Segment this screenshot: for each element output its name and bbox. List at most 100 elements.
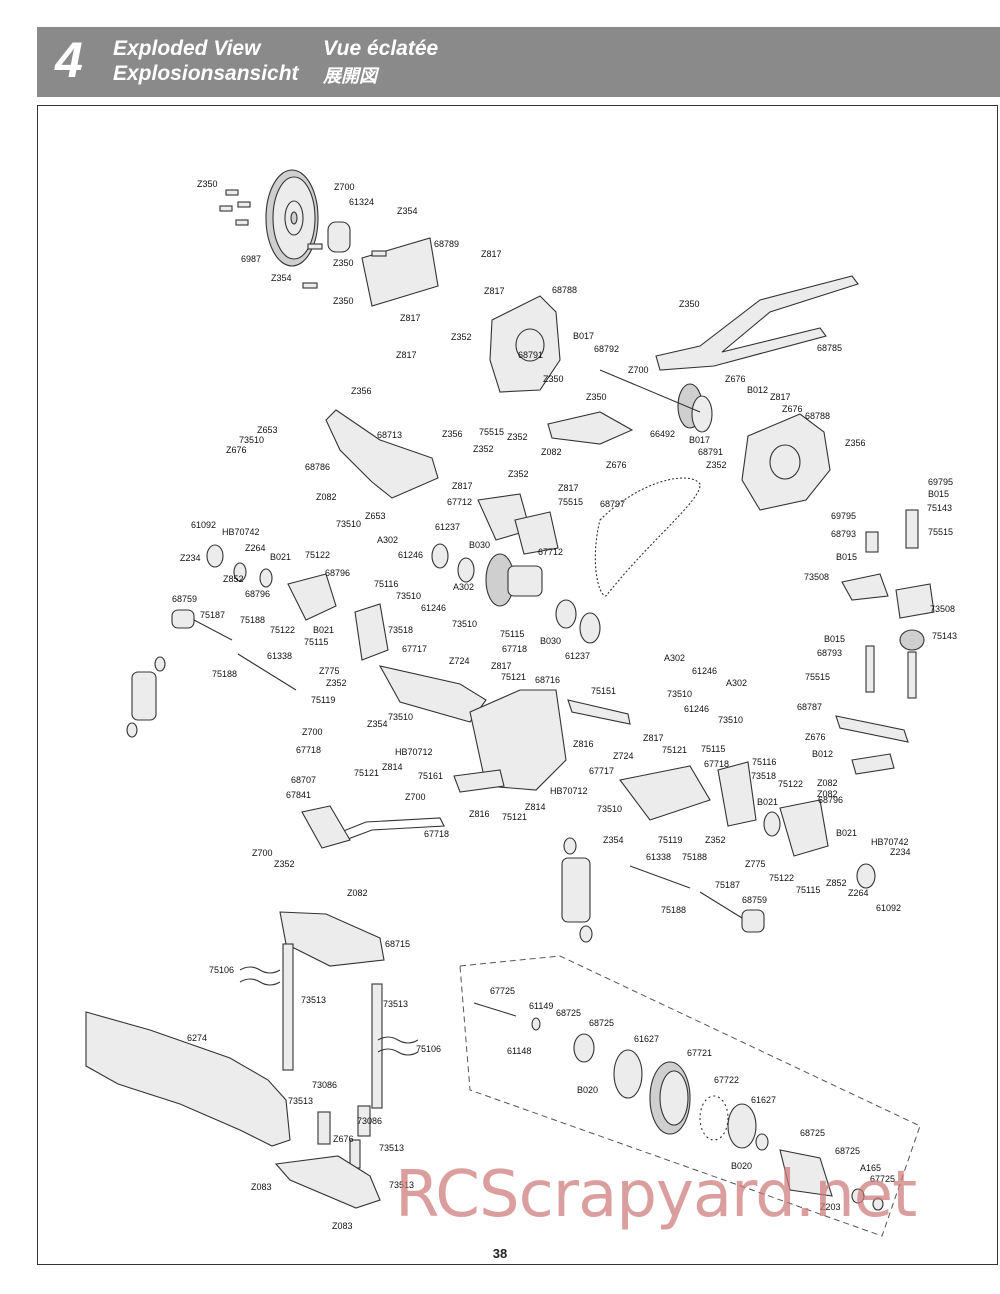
part-label: Z350 [333,258,354,268]
diagram-parts [85,169,935,1237]
part-label: 67722 [714,1075,739,1085]
bumper-lower-plate [274,1155,381,1209]
part-label: 75188 [212,669,237,679]
shock-tower [325,409,439,499]
left-steering-knuckle [287,573,337,621]
part-label: Z814 [525,802,546,812]
part-label: 73518 [751,771,776,781]
part-label: B017 [573,331,594,341]
part-label: 68785 [817,343,842,353]
part-label: 68791 [698,447,723,457]
part-label: 6987 [241,254,261,264]
part-label: 73513 [389,1180,414,1190]
part-label: 73513 [379,1143,404,1153]
part-label: A302 [453,582,474,592]
part-label: 67712 [447,497,472,507]
part-label: Z352 [706,460,727,470]
part-label: 75122 [270,625,295,635]
part-label: 75115 [701,744,725,754]
rear-pulley [599,369,713,433]
part-label: B020 [577,1085,598,1095]
part-label: 68788 [552,285,577,295]
part-label: 69795 [831,511,856,521]
part-label: 75116 [374,579,398,589]
part-label: 61148 [507,1046,531,1056]
part-label: B012 [812,749,833,759]
part-label: B021 [757,797,778,807]
part-label: Z816 [469,809,490,819]
front-bulkhead-lower [514,511,559,555]
title-english: Exploded View [113,37,261,60]
part-label: 75115 [500,629,524,639]
part-label: 75187 [715,880,740,890]
part-label: A302 [377,535,398,545]
part-label: 75143 [932,631,957,641]
body-post-left [282,943,294,1071]
part-label: Z676 [805,732,826,742]
title-french: Vue éclatée [323,37,439,60]
part-label: Z817 [484,286,505,296]
part-label: 68796 [245,589,270,599]
part-label: 67718 [502,644,527,654]
part-label: 69795 [928,477,953,487]
part-label: A302 [726,678,747,688]
diff-outdrive [779,1149,833,1197]
right-c-hub [717,761,757,827]
part-label: 61237 [565,651,590,661]
part-label: B030 [469,540,490,550]
part-label: 75122 [778,779,803,789]
part-label: B017 [689,435,710,445]
part-label: 73508 [930,604,955,614]
part-label: Z350 [197,179,218,189]
part-label: Z700 [252,848,273,858]
diagram-frame [37,105,998,1265]
part-label: Z700 [628,365,649,375]
part-label: 75143 [927,503,952,513]
part-label: 75115 [304,637,328,647]
part-label: 75106 [416,1044,441,1054]
part-label: Z700 [405,792,426,802]
servo-mount [547,411,634,445]
part-label: 68725 [835,1146,860,1156]
part-label: 73510 [388,712,413,722]
part-label: 67718 [296,745,321,755]
part-label: 73510 [336,519,361,529]
part-label: 67717 [402,644,427,654]
part-label: Z354 [603,835,624,845]
part-label: 75151 [591,686,616,696]
part-label: 61246 [421,603,446,613]
part-label: Z676 [782,404,803,414]
chapter-number: 4 [55,32,83,88]
part-label: 61246 [684,704,709,714]
part-label: 75515 [928,527,953,537]
part-label: Z083 [251,1182,272,1192]
part-label: 75188 [240,615,265,625]
part-label: 75121 [662,745,687,755]
part-label: B021 [270,552,291,562]
title-japanese: 展開図 [323,66,377,87]
part-label: Z653 [365,511,386,521]
part-label: A302 [664,653,685,663]
part-label: 75515 [805,672,830,682]
part-label: 67718 [704,759,729,769]
steering-rack [835,715,909,743]
part-label: B030 [540,636,561,646]
part-label: 68796 [325,568,350,578]
part-label: 75121 [354,768,379,778]
part-label: Z352 [507,432,528,442]
part-label: Z817 [400,313,421,323]
part-label: Z082 [316,492,337,502]
part-label: Z083 [332,1221,353,1231]
part-label: 61246 [692,666,717,676]
part-label: 61149 [529,1001,553,1011]
part-label: Z653 [257,425,278,435]
part-label: Z817 [770,392,791,402]
part-label: 73510 [667,689,692,699]
part-label: 67717 [589,766,614,776]
part-label: 67841 [286,790,311,800]
part-label: 68759 [742,895,767,905]
part-label: Z356 [351,386,372,396]
spur-gear [265,169,319,267]
part-label: 73518 [388,625,413,635]
